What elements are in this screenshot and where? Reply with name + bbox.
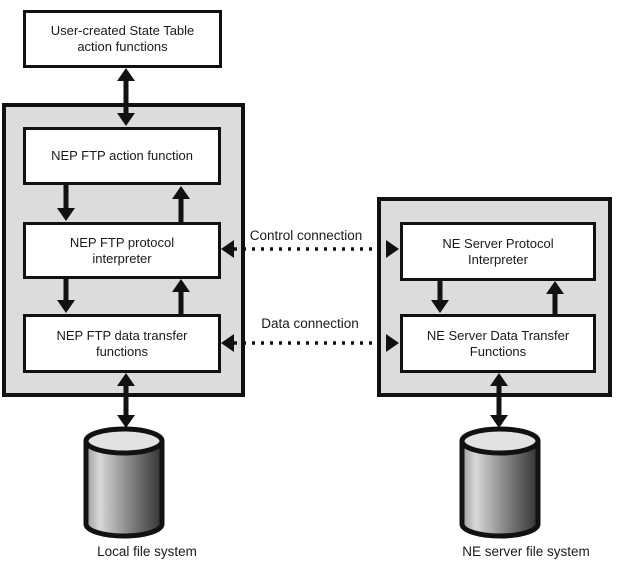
nep-ftp-protocol-box: NEP FTP protocol interpreter [23, 222, 221, 279]
nep-ftp-data-box: NEP FTP data transfer functions [23, 314, 221, 373]
ne-server-protocol-box: NE Server Protocol Interpreter [400, 222, 596, 281]
local-file-system-label: Local file system [97, 544, 197, 559]
ne-server-file-system-cylinder [459, 426, 541, 539]
nep-ftp-action-box: NEP FTP action function [23, 127, 221, 185]
control-connection-label: Control connection [249, 228, 363, 243]
data-connection-label: Data connection [261, 316, 359, 331]
local-file-system-cylinder [83, 426, 165, 539]
data-connection-dotted-arrow [221, 334, 399, 352]
ne-server-file-system-label: NE server file system [462, 544, 590, 559]
ne-server-data-box: NE Server Data Transfer Functions [400, 314, 596, 373]
user-state-table-box: User-created State Table action function… [23, 10, 222, 68]
